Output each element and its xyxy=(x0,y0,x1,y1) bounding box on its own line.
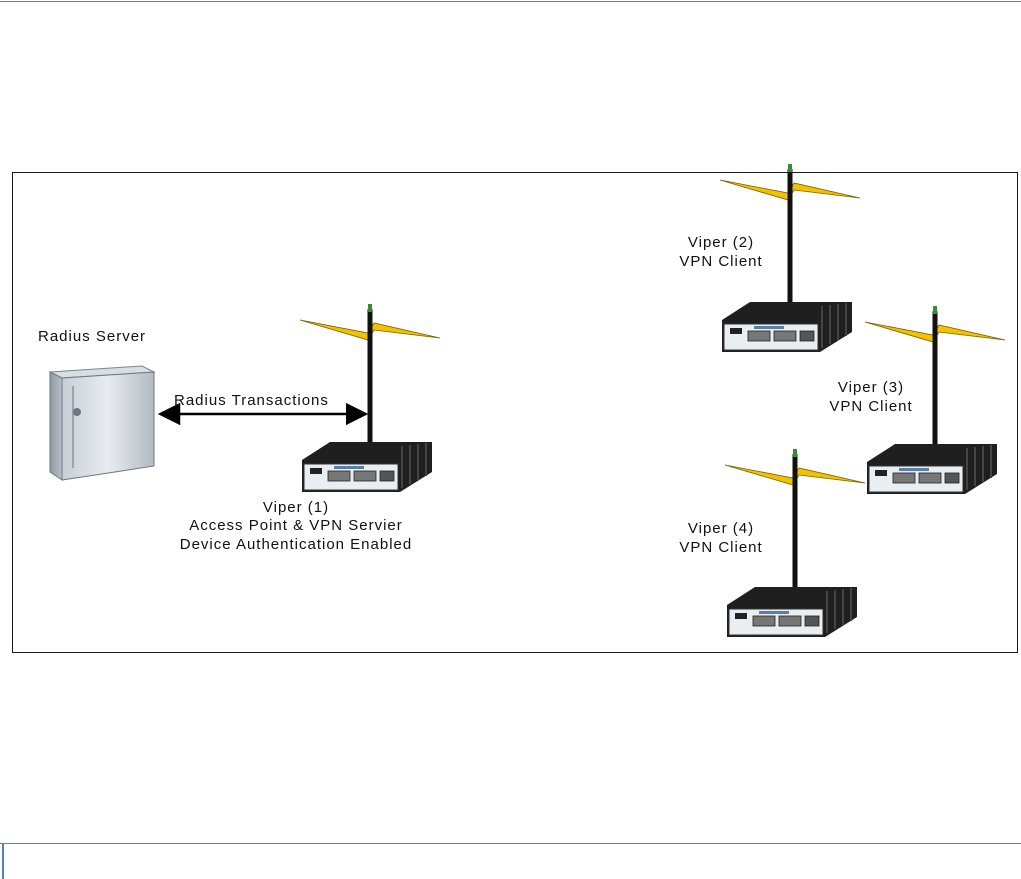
footer-tick xyxy=(2,843,4,879)
header-rule xyxy=(0,1,1021,2)
radius-server-icon xyxy=(48,365,156,481)
viper1-role: Access Point & VPN Servier xyxy=(189,517,403,534)
viper4-name: Viper (4) xyxy=(687,520,755,537)
viper2-role: VPN Client xyxy=(679,253,763,270)
viper2-name: Viper (2) xyxy=(687,234,755,251)
viper3-role: VPN Client xyxy=(829,398,913,415)
viper1-name: Viper (1) xyxy=(262,499,330,516)
viper3-name: Viper (3) xyxy=(837,379,905,396)
viper1-auth: Device Authentication Enabled xyxy=(179,536,413,553)
network-diagram-frame xyxy=(12,172,1018,653)
footer-rule xyxy=(0,843,1021,844)
radius-transactions-label: Radius Transactions xyxy=(174,392,329,409)
viper4-role: VPN Client xyxy=(679,539,763,556)
radius-server-label: Radius Server xyxy=(38,328,147,345)
